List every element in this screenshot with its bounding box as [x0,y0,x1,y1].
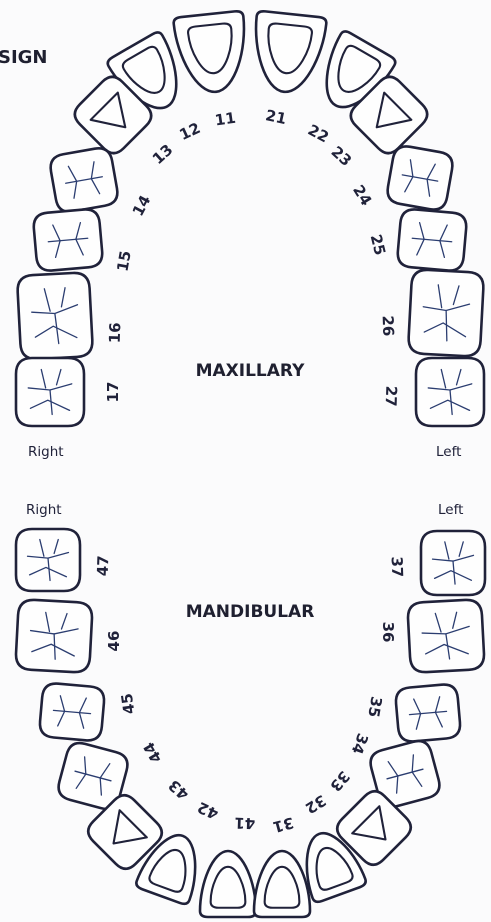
tooth-number-47: 47 [94,555,113,576]
tooth-27 [416,358,484,426]
tooth-number-45: 45 [118,692,139,715]
chart-title: SIGN [0,47,48,68]
mandibular-right-label: Right [26,502,62,518]
tooth-number-32: 32 [302,791,329,817]
tooth-37 [421,531,485,595]
tooth-number-26: 26 [379,315,398,336]
tooth-41 [200,851,256,917]
tooth-number-11: 11 [214,109,237,130]
tooth-number-42: 42 [195,798,222,823]
tooth-number-13: 13 [149,141,177,168]
mandibular-left-label: Left [438,502,463,518]
tooth-25 [397,208,468,272]
tooth-number-23: 23 [328,143,356,170]
tooth-number-16: 16 [106,322,125,343]
tooth-number-43: 43 [165,776,193,803]
tooth-35 [395,683,461,742]
tooth-26 [408,269,484,357]
tooth-17 [16,358,84,426]
tooth-number-17: 17 [104,382,122,403]
tooth-number-44: 44 [140,739,166,766]
maxillary-right-label: Right [28,444,64,460]
tooth-number-22: 22 [305,121,332,147]
tooth-14 [48,146,119,214]
tooth-number-24: 24 [349,182,375,209]
tooth-11 [173,11,251,96]
tooth-24 [385,144,454,212]
tooth-number-41: 41 [234,814,255,833]
maxillary-left-label: Left [436,444,461,460]
tooth-46 [15,599,93,673]
tooth-31 [254,851,310,917]
mandibular-label: MANDIBULAR [186,602,315,622]
tooth-number-12: 12 [177,119,204,144]
tooth-number-21: 21 [264,106,288,128]
tooth-number-36: 36 [379,622,397,643]
tooth-16 [17,272,93,360]
mandibular-arch [15,529,485,917]
tooth-number-31: 31 [271,813,296,836]
tooth-15 [33,208,104,272]
tooth-number-37: 37 [388,556,407,577]
tooth-number-34: 34 [348,731,372,757]
tooth-number-27: 27 [382,385,401,406]
tooth-number-25: 25 [367,232,390,257]
tooth-47 [16,529,80,591]
tooth-36 [407,599,485,673]
tooth-number-14: 14 [129,192,155,219]
tooth-number-33: 33 [326,767,353,795]
tooth-number-15: 15 [113,249,134,273]
tooth-number-46: 46 [105,631,123,652]
tooth-number-35: 35 [364,695,385,719]
tooth-21 [249,11,327,96]
maxillary-label: MAXILLARY [196,361,305,381]
tooth-45 [39,682,105,741]
